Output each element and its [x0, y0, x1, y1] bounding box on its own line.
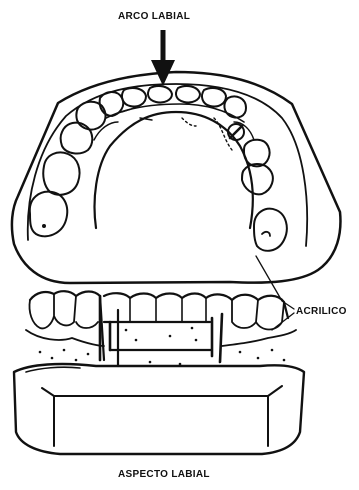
left-molar-1 — [30, 192, 67, 237]
label-labial-aspect: ASPECTO LABIAL — [118, 469, 210, 480]
labial-view — [14, 291, 304, 454]
arrow-indicator — [151, 30, 175, 86]
left-premolar-1 — [61, 123, 93, 154]
right-canine — [224, 96, 246, 117]
right-premolar-1 — [244, 140, 270, 167]
labial-model-base — [14, 364, 304, 454]
right-rest-slash — [230, 126, 242, 138]
incisor-divisions — [130, 298, 206, 322]
palatal-mark-1 — [122, 108, 134, 112]
right-molar-1 — [254, 209, 287, 251]
labial-base-top-edge — [26, 367, 80, 372]
gum-line — [26, 330, 296, 346]
labial-base-inner — [42, 386, 282, 446]
labial-bow-loop-left — [94, 122, 118, 140]
right-premolar-2 — [242, 164, 273, 194]
label-acrylic: ACRILICO — [296, 306, 347, 317]
left-clasp-dotted — [182, 118, 196, 126]
gum-stippling — [39, 327, 286, 366]
left-molar-2 — [43, 153, 79, 195]
right-lateral-incisor — [202, 88, 226, 107]
labial-bow-right-loop — [212, 314, 222, 362]
right-molar-1-mark — [262, 232, 270, 236]
left-premolar-2 — [76, 102, 105, 130]
left-labial-teeth — [29, 294, 98, 328]
right-labial-teeth — [232, 300, 284, 330]
left-molar-1-cusp — [42, 224, 46, 228]
right-central-incisor — [176, 86, 200, 103]
occlusal-view — [12, 72, 341, 283]
labial-bow-front — [104, 322, 212, 350]
label-labial-bow: ARCO LABIAL — [118, 11, 190, 22]
labial-teeth-row — [30, 291, 288, 366]
left-central-incisor — [148, 86, 172, 103]
left-lateral-incisor — [122, 88, 146, 107]
